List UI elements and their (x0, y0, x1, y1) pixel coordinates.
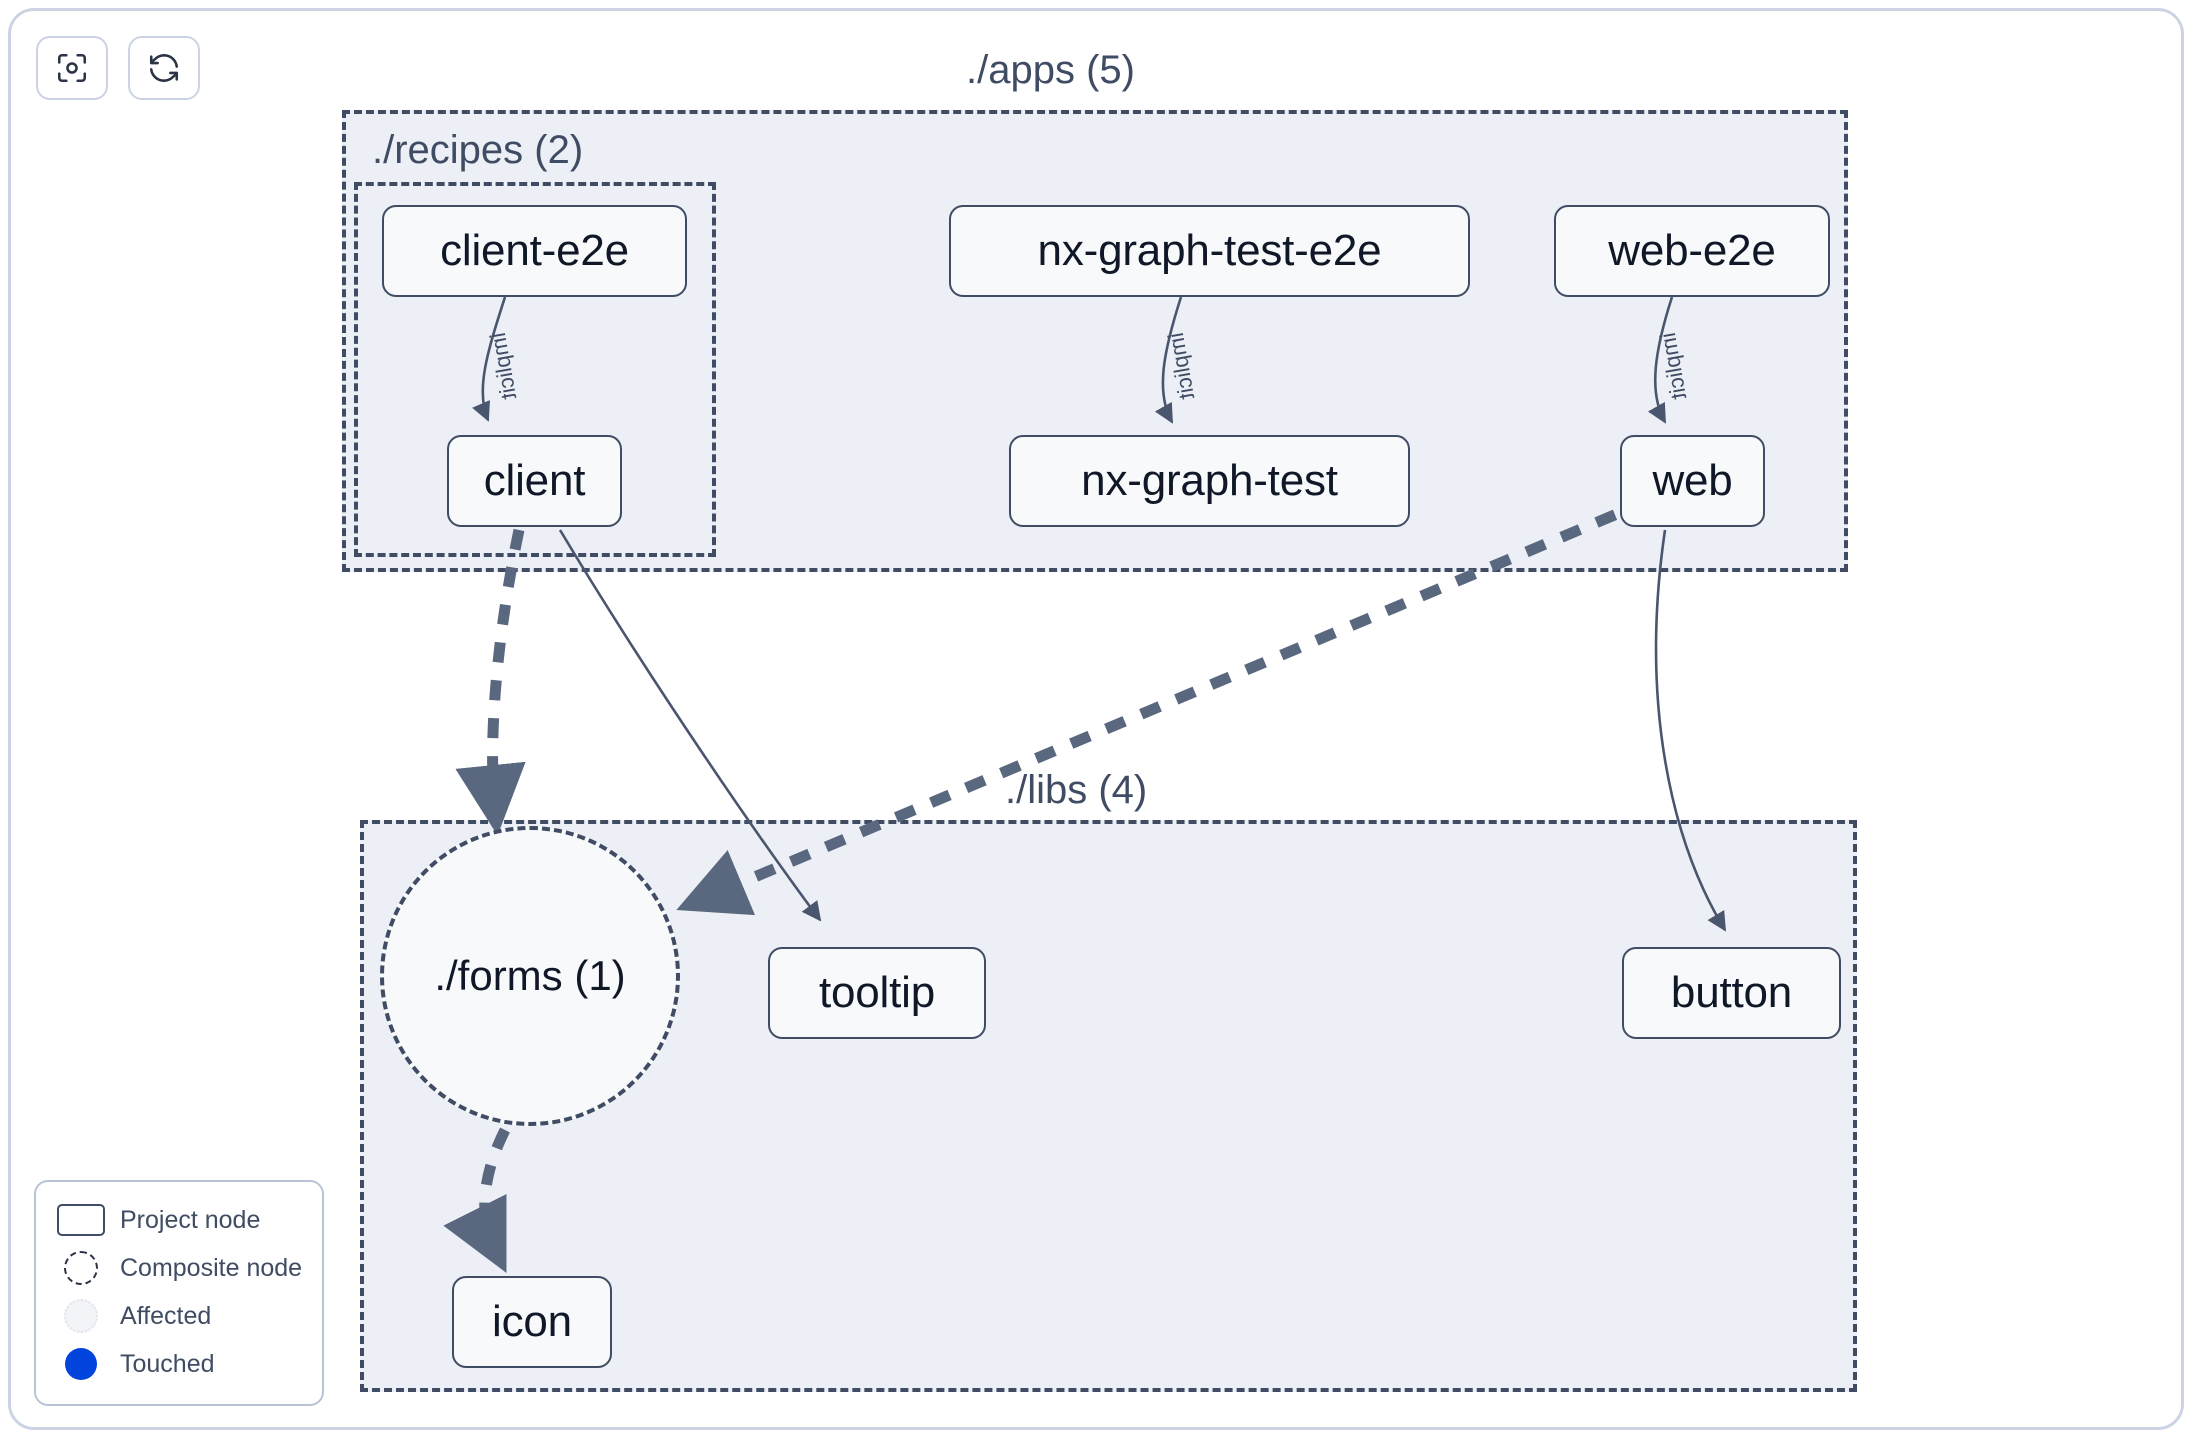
node-nx-graph-test-e2e[interactable]: nx-graph-test-e2e (949, 205, 1470, 297)
node-button[interactable]: button (1622, 947, 1841, 1039)
refresh-icon (147, 51, 181, 85)
node-web-e2e[interactable]: web-e2e (1554, 205, 1830, 297)
refresh-graph-button[interactable] (128, 36, 200, 100)
touched-swatch (54, 1348, 108, 1380)
legend-item-touched: Touched (54, 1340, 304, 1388)
legend-item-affected: Affected (54, 1292, 304, 1340)
legend-label-touched: Touched (120, 1349, 215, 1378)
viewfinder-icon (55, 51, 89, 85)
node-forms[interactable]: ./forms (1) (380, 826, 680, 1126)
group-recipes-label: ./recipes (2) (372, 128, 584, 172)
legend-label-project-node: Project node (120, 1205, 261, 1234)
legend-label-affected: Affected (120, 1301, 212, 1330)
legend-item-composite-node: Composite node (54, 1244, 304, 1292)
legend-label-composite-node: Composite node (120, 1253, 303, 1282)
composite-node-swatch (54, 1251, 108, 1285)
graph-legend: Project node Composite node Affected Tou… (34, 1180, 324, 1406)
edge-client-to-forms (455, 528, 526, 836)
group-apps-label: ./apps (5) (966, 48, 1135, 92)
node-nx-graph-test[interactable]: nx-graph-test (1009, 435, 1410, 527)
legend-item-project-node: Project node (54, 1196, 304, 1244)
affected-swatch (54, 1299, 108, 1333)
group-libs-label: ./libs (4) (1005, 768, 1148, 812)
node-client-e2e[interactable]: client-e2e (382, 205, 687, 297)
node-tooltip[interactable]: tooltip (768, 947, 986, 1039)
graph-toolbar (36, 36, 200, 100)
project-node-swatch (54, 1204, 108, 1236)
node-client[interactable]: client (447, 435, 622, 527)
focus-graph-button[interactable] (36, 36, 108, 100)
node-web[interactable]: web (1620, 435, 1765, 527)
node-icon[interactable]: icon (452, 1276, 612, 1368)
